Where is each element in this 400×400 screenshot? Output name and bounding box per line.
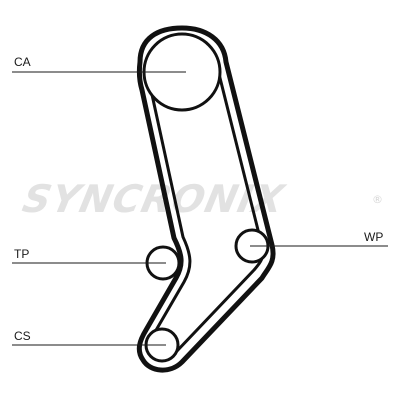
label-wp: WP (364, 230, 383, 244)
belt-outer-loop (136, 25, 276, 373)
label-tp: TP (14, 247, 29, 261)
labels: CA TP WP CS (14, 55, 383, 343)
label-cs: CS (14, 329, 31, 343)
watermark-brand: SYNCRONIX (19, 177, 290, 222)
watermark-registered-mark: ® (372, 193, 383, 206)
watermark: SYNCRONIX ® (19, 177, 383, 222)
leader-lines (12, 71, 388, 346)
label-ca: CA (14, 55, 31, 69)
